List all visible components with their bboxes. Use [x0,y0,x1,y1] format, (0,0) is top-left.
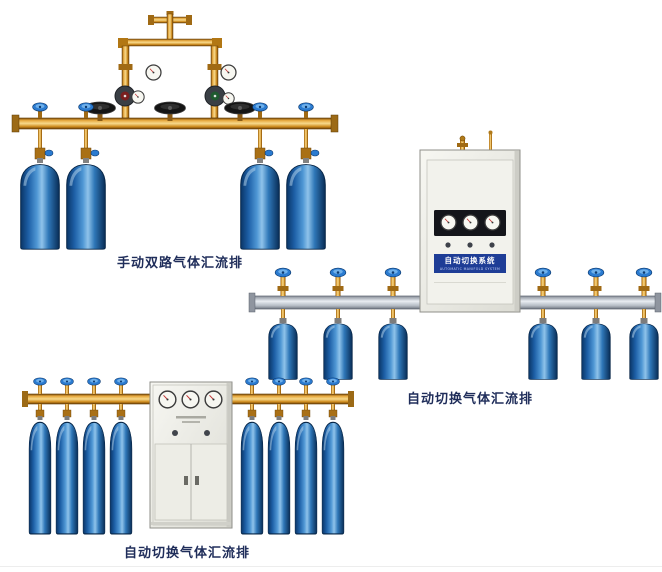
control-cabinet: 自动切换系统 AUTOMATIC MANIFOLD SYSTEM [419,130,521,313]
indicator-light [204,430,210,436]
cabinet-band-title: 自动切换系统 [445,255,496,265]
gas-cylinder [528,323,558,380]
pressure-regulator-left [114,64,162,107]
cylinder-connection [87,377,101,420]
blue-handwheel-icon [252,102,268,112]
gas-cylinder [240,421,264,535]
gas-cylinder [55,421,79,535]
blue-handwheel-icon [274,267,292,278]
cylinder-connection [114,377,128,420]
gas-cylinder [321,421,345,535]
gas-cylinder [378,323,408,380]
gas-cylinder [109,421,133,535]
blue-handwheel-icon [60,377,74,386]
cylinder-connection [245,377,259,420]
gas-cylinder [28,421,52,535]
cylinder-connection [534,267,552,323]
blue-handwheel-icon [245,377,259,386]
pressure-gauge-icon [181,390,200,409]
gas-cylinder [66,164,106,250]
indicator-light [467,242,473,248]
gas-cylinder [581,323,611,380]
manual-dual-manifold-illustration [11,11,339,250]
door-handle [184,476,188,485]
cylinder-connection [33,377,47,420]
blue-handwheel-icon [534,267,552,278]
cylinder-connection [384,267,402,323]
caption-manual-dual-manifold: 手动双路气体汇流排 [116,256,243,271]
cylinder-connection [60,377,74,420]
caption-auto-changeover-cabinet: 自动切换气体汇流排 [123,546,250,561]
blue-handwheel-icon [635,267,653,278]
blue-handwheel-icon [87,377,101,386]
gas-cylinder [629,323,659,380]
pressure-gauge-icon [220,64,237,81]
blue-handwheel-icon [329,267,347,278]
indicator-light [172,430,178,436]
page-divider [0,566,662,567]
gas-cylinder [294,421,318,535]
cylinder-connection [78,102,100,163]
blue-handwheel-icon [326,377,340,386]
auto-changeover-manifold-illustration: 自动切换系统 AUTOMATIC MANIFOLD SYSTEM [248,130,662,380]
cylinder-connection [274,267,292,323]
cylinder-connection [252,102,274,163]
pressure-gauge-icon [204,390,223,409]
gas-cylinder [20,164,60,250]
cylinder-connection [635,267,653,323]
pressure-gauge-icon [440,214,457,231]
gas-cylinder [82,421,106,535]
blue-handwheel-icon [298,102,314,112]
blue-handwheel-icon [299,377,313,386]
cylinder-connection [329,267,347,323]
header-pipe-assembly [118,11,222,119]
cabinet-band-subtitle: AUTOMATIC MANIFOLD SYSTEM [440,267,500,271]
blue-handwheel-icon [78,102,94,112]
cabinet-name-band [434,254,506,273]
cylinder-connection [298,102,320,163]
auto-changeover-cabinet-illustration [22,377,354,535]
blue-handwheel-icon [33,377,47,386]
blue-handwheel-icon [384,267,402,278]
pressure-gauge-icon [131,90,145,104]
blue-handwheel-icon [587,267,605,278]
pressure-gauge-icon [462,214,479,231]
blue-handwheel-icon [32,102,48,112]
cylinder-connection [587,267,605,323]
door-handle [195,476,199,485]
blue-handwheel-icon [114,377,128,386]
indicator-light [489,242,495,248]
cylinder-connection [299,377,313,420]
pressure-gauge-icon [484,214,501,231]
cylinder-connection [32,102,54,163]
gas-cylinder [267,421,291,535]
cylinder-connection [272,377,286,420]
pressure-gauge-icon [158,390,177,409]
control-cabinet [149,381,233,529]
pressure-gauge-icon [145,64,162,81]
main-manifold-pipe [11,114,339,133]
caption-auto-changeover-manifold: 自动切换气体汇流排 [406,392,533,407]
cylinder-connection [326,377,340,420]
indicator-light [445,242,451,248]
blue-handwheel-icon [272,377,286,386]
pressure-regulator-right [204,64,237,107]
